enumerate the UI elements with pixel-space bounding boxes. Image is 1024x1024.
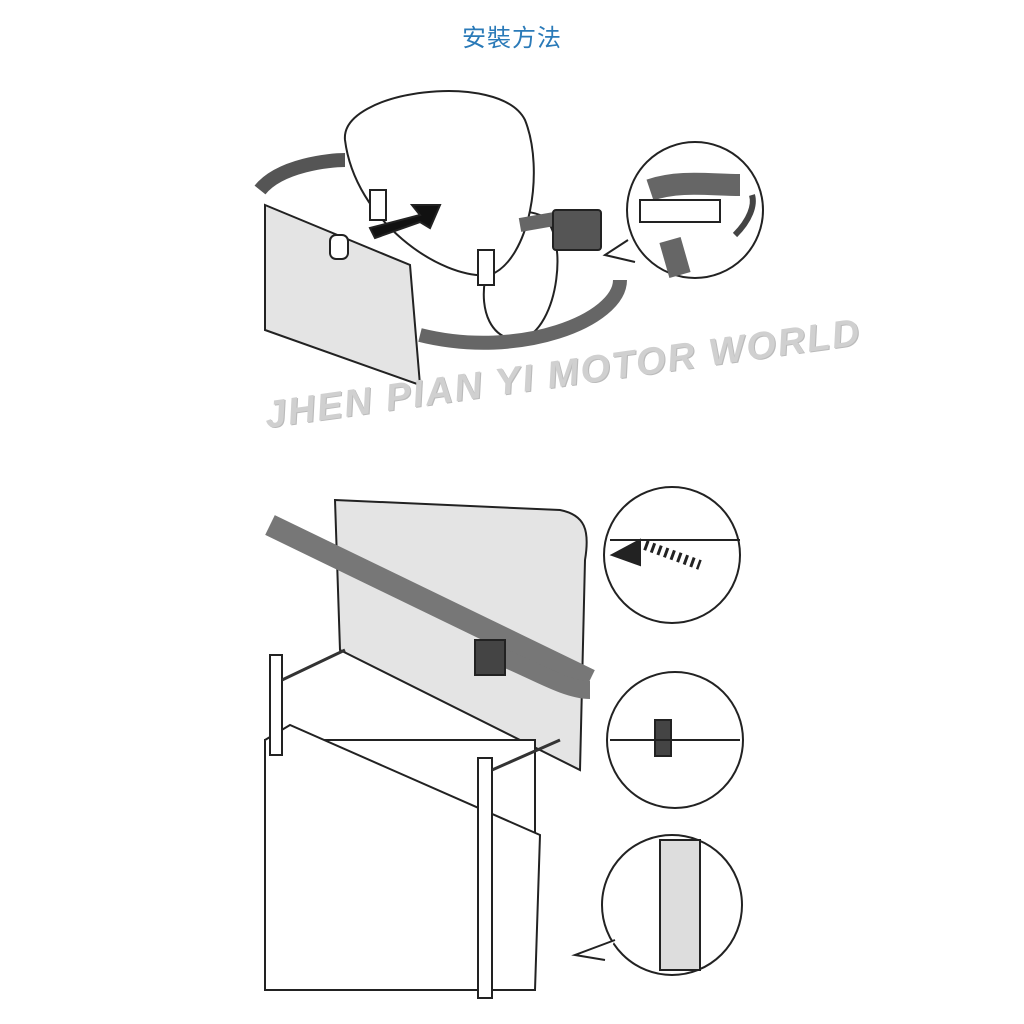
back-panel-step-two <box>264 486 744 999</box>
headrest-step-one <box>254 90 764 387</box>
page-title: 安裝方法 <box>462 24 562 52</box>
